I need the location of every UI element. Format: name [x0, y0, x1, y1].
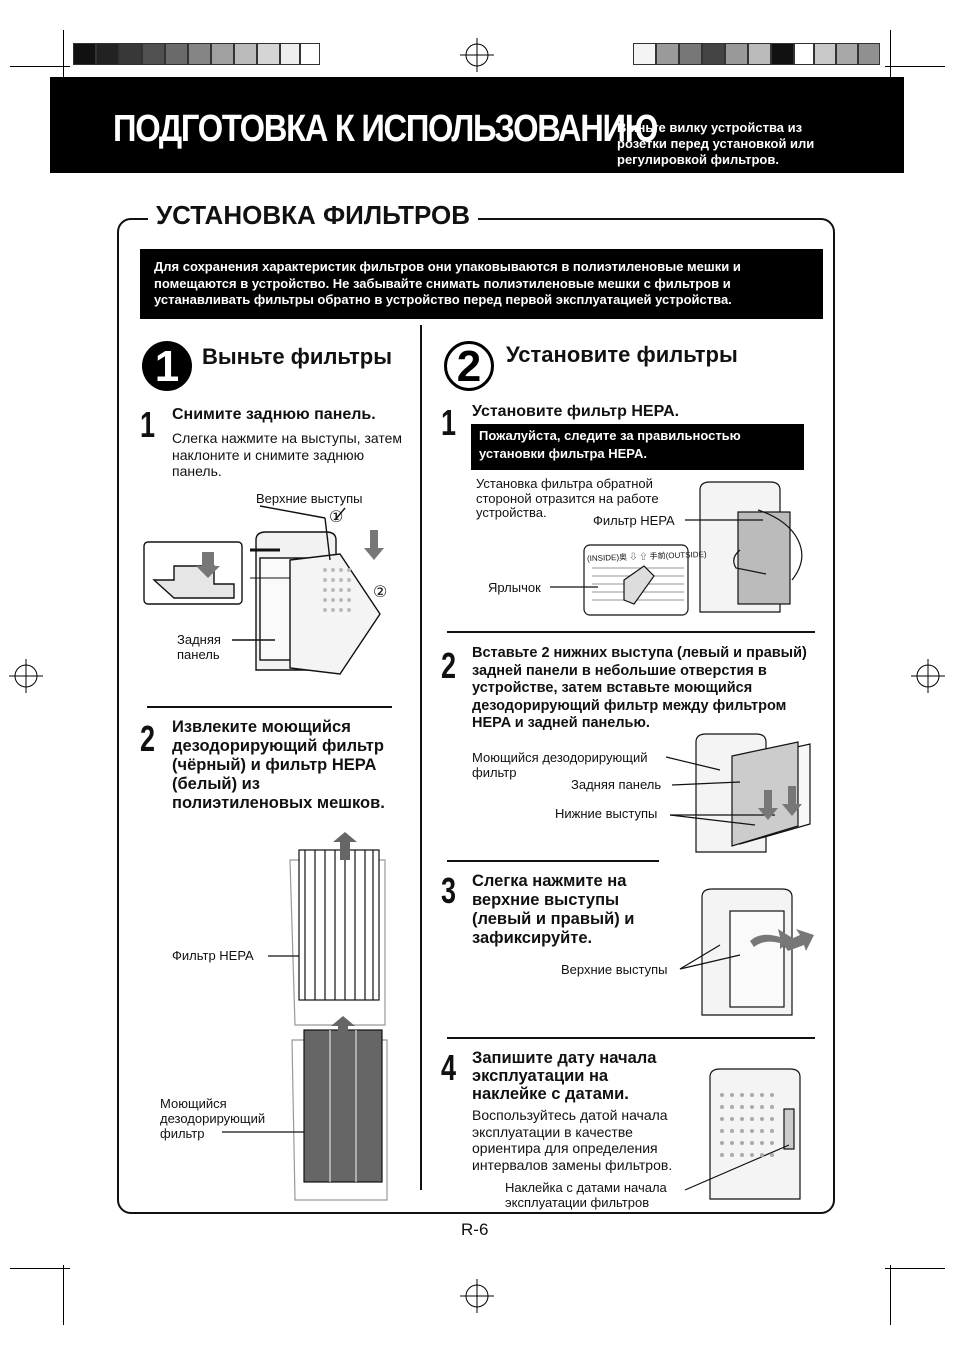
column-divider [420, 325, 422, 1190]
right-step2-number: 2 [441, 645, 456, 687]
insert-back-panel-illustration [660, 730, 820, 860]
right-step2-label-deodor: Моющийся дезодорирующий фильтр [472, 750, 672, 780]
right-step2-label-back-panel: Задняя панель [571, 777, 661, 792]
warning-box: Пожалуйста, следите за правильностью уст… [471, 424, 804, 470]
right-step3-title: Слегка нажмите на верхние выступы (левый… [472, 872, 677, 948]
left-step-separator [147, 706, 392, 708]
right-column-title: Установите фильтры [506, 342, 738, 368]
left-step-number: 1 [142, 341, 192, 391]
left-step2-title: Извлеките моющийся дезодорирующий фильтр… [172, 718, 392, 813]
page-number: R-6 [461, 1220, 488, 1240]
right-step3-label-top-tabs: Верхние выступы [561, 962, 668, 977]
section-title: УСТАНОВКА ФИЛЬТРОВ [148, 200, 478, 231]
hepa-filter-illustration [265, 830, 385, 1000]
left-step1-title: Снимите заднюю панель. [172, 405, 417, 424]
left-step2-label-deodor: Моющийся дезодорирующий фильтр [160, 1096, 280, 1141]
right-step1-title: Установите фильтр HEPA. [472, 402, 802, 421]
right-step1-separator [447, 631, 815, 633]
left-step1-text: Слегка нажмите на выступы, затем наклони… [172, 430, 402, 480]
right-step4-label-sticker: Наклейка с датами начала эксплуатации фи… [505, 1180, 690, 1210]
right-step1-number: 1 [441, 402, 456, 444]
remove-back-panel-illustration [140, 500, 400, 680]
right-step2-title: Вставьте 2 нижних выступа (левый и правы… [472, 645, 817, 733]
right-step4-title: Запишите дату начала эксплуатации на нак… [472, 1049, 687, 1103]
right-step1-label-tag: Ярлычок [488, 580, 541, 595]
right-step2-label-bottom-tabs: Нижние выступы [555, 806, 657, 821]
notice-box: Для сохранения характеристик фильтров он… [140, 249, 823, 319]
right-step-number: 2 [444, 341, 494, 391]
install-hepa-illustration [548, 470, 808, 620]
page-title: ПОДГОТОВКА К ИСПОЛЬЗОВАНИЮ [113, 108, 657, 151]
right-step3-number: 3 [441, 870, 456, 912]
date-sticker-illustration [700, 1065, 810, 1205]
left-step2-number: 2 [140, 718, 155, 760]
right-step3-separator [447, 1037, 815, 1039]
deodorizing-filter-illustration [280, 1018, 400, 1188]
right-step4-text: Воспользуйтесь датой начала эксплуатации… [472, 1107, 692, 1173]
header-note: Выньте вилку устройства из розетки перед… [617, 120, 837, 168]
left-step1-number: 1 [140, 404, 155, 446]
right-step4-number: 4 [441, 1047, 456, 1089]
left-column-title: Выньте фильтры [202, 344, 392, 370]
right-step2-separator [447, 860, 659, 862]
left-step2-label-hepa: Фильтр HEPA [172, 948, 254, 963]
fix-top-tabs-illustration [690, 885, 820, 1025]
